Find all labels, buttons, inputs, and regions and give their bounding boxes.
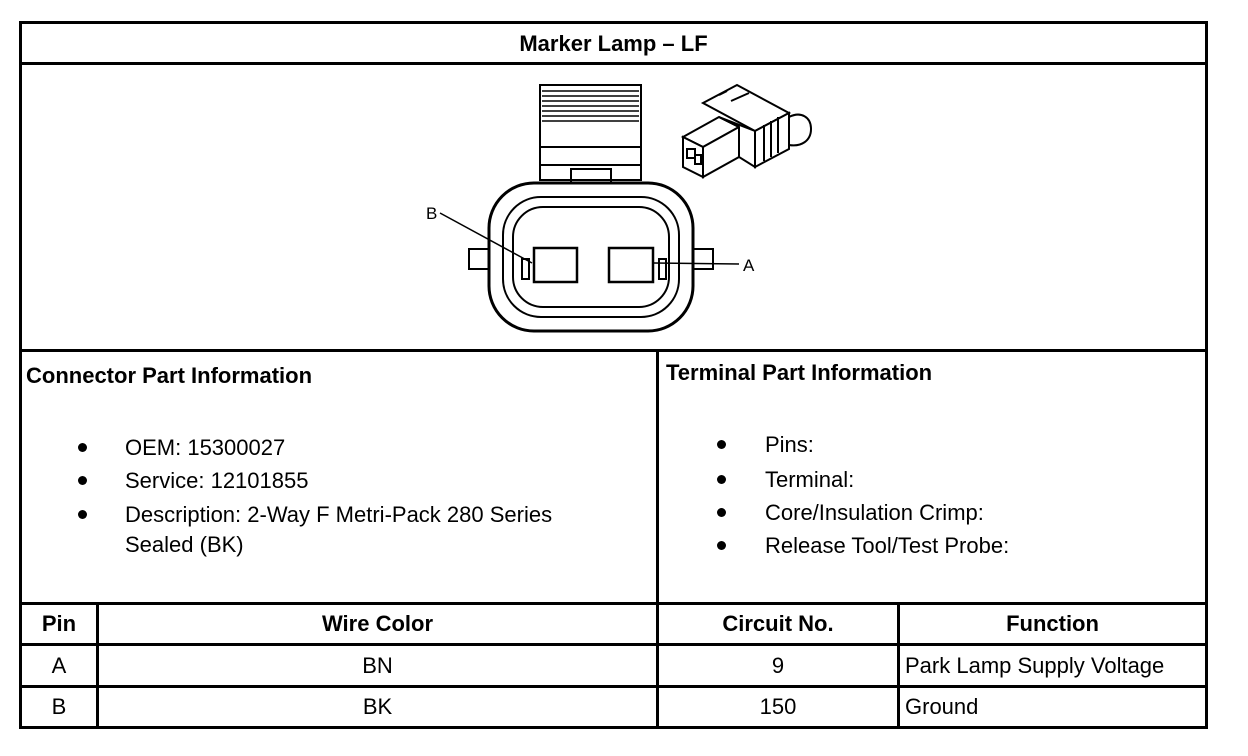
page-title: Marker Lamp – LF bbox=[519, 31, 708, 56]
terminal-terminal: Terminal: bbox=[765, 467, 855, 492]
connector-service: Service: 12101855 bbox=[125, 468, 309, 493]
rule-row-a-bottom bbox=[19, 685, 1208, 688]
label-a: A bbox=[743, 256, 755, 275]
label-b: B bbox=[426, 204, 437, 223]
table-row-b-wire: BK bbox=[362, 694, 393, 719]
leader-b bbox=[439, 212, 533, 264]
leader-a bbox=[653, 262, 740, 265]
rule-title-bottom bbox=[19, 62, 1208, 65]
rule-header-bottom bbox=[19, 643, 1208, 646]
terminal-release-tool: Release Tool/Test Probe: bbox=[765, 533, 1010, 558]
col-header-circuit: Circuit No. bbox=[722, 611, 834, 636]
col-header-pin: Pin bbox=[41, 611, 77, 636]
table-row-a-function: Park Lamp Supply Voltage bbox=[905, 652, 1165, 678]
table-row-b-function: Ground bbox=[905, 694, 979, 719]
connector-description-cont: Sealed (BK) bbox=[125, 532, 244, 557]
connector-oem: OEM: 15300027 bbox=[125, 435, 286, 460]
rule-info-divider bbox=[656, 350, 659, 729]
bullet-icon bbox=[717, 475, 726, 484]
terminal-crimp: Core/Insulation Crimp: bbox=[765, 500, 984, 525]
document-frame bbox=[19, 21, 1208, 729]
rule-circuit-divider bbox=[897, 603, 900, 729]
bullet-icon bbox=[717, 508, 726, 517]
rule-pin-divider bbox=[96, 603, 99, 729]
rule-info-bottom bbox=[19, 602, 1208, 605]
table-row-a-circuit: 9 bbox=[771, 652, 785, 678]
col-header-wire-color: Wire Color bbox=[321, 611, 434, 636]
bullet-icon bbox=[78, 510, 87, 519]
rule-diagram-bottom bbox=[19, 349, 1208, 352]
connector-heading: Connector Part Information bbox=[26, 363, 313, 388]
connector-diagram: B A bbox=[426, 83, 813, 333]
col-header-function: Function bbox=[1006, 611, 1099, 636]
connector-iso-view bbox=[680, 83, 813, 179]
table-row-b-circuit: 150 bbox=[759, 694, 797, 719]
cavity-b bbox=[532, 246, 579, 284]
bullet-icon bbox=[717, 541, 726, 550]
table-row-a-wire: BN bbox=[362, 652, 393, 678]
bullet-icon bbox=[78, 476, 87, 485]
terminal-heading: Terminal Part Information bbox=[666, 360, 933, 385]
terminal-pins: Pins: bbox=[765, 432, 814, 457]
table-row-a-pin: A bbox=[51, 652, 67, 678]
bullet-icon bbox=[78, 443, 87, 452]
table-row-b-pin: B bbox=[51, 694, 67, 719]
bullet-icon bbox=[717, 440, 726, 449]
connector-description: Description: 2-Way F Metri-Pack 280 Seri… bbox=[125, 502, 553, 527]
cavity-a bbox=[607, 246, 655, 284]
